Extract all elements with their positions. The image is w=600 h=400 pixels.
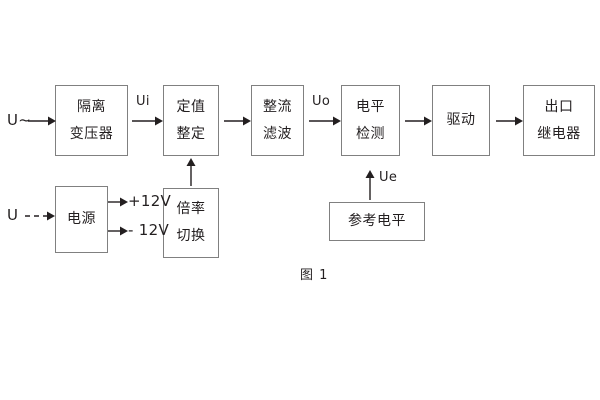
arrow-rectify-filter-to-level-detection [309,116,341,126]
arrow-isolation-transformer-to-setting-value [132,116,163,126]
block-label-line: 继电器 [537,125,581,142]
block-isolation-transformer: 隔离 变压器 [55,85,128,156]
label-ac-input: U~ [7,111,32,129]
block-multiplier-switch: 倍率 切换 [163,188,219,258]
block-label-line: 驱动 [446,112,476,129]
block-label-line: 电平 [356,98,385,115]
block-label-line: 倍率 [176,201,206,218]
arrow-setting-value-to-rectify-filter [224,116,251,126]
block-reference-level: 参考电平 [329,202,425,241]
arrow-power-supply-negative-rail [108,226,128,236]
block-power-supply: 电源 [55,186,108,253]
block-label-line: 出口 [544,98,574,115]
label-uo: Uo [312,94,331,109]
block-rectify-filter: 整流 滤波 [251,85,304,156]
label-ui: Ui [136,94,150,109]
arrow-drive-to-output-relay [496,116,523,126]
arrow-reference-level-to-level-detection [365,170,375,200]
block-label-line: 整流 [263,98,292,115]
block-label-line: 整定 [176,125,206,142]
block-label-line: 切换 [176,228,206,244]
block-label-line: 变压器 [69,125,114,142]
label-ue: Ue [379,170,398,185]
block-label-line: 滤波 [263,125,292,142]
block-setting-value: 定值 整定 [163,85,219,156]
block-level-detection: 电平 检测 [341,85,400,156]
figure-caption: 图 1 [300,268,329,283]
block-label-line: 检测 [356,125,385,142]
block-label-line: 隔离 [77,98,106,115]
arrow-multiplier-switch-to-setting-value [186,158,196,186]
block-label-line: 参考电平 [348,213,406,230]
arrow-power-supply-positive-rail [108,197,128,207]
arrow-level-detection-to-drive [405,116,432,126]
block-output-relay: 出口 继电器 [523,85,595,156]
arrow-ac-input-to-isolation-transformer [28,116,56,126]
arrow-dc-input-to-power-supply [25,211,55,221]
block-label-line: 电源 [67,211,96,228]
block-label-line: 定值 [176,98,206,115]
block-drive: 驱动 [432,85,490,156]
label-dc-input: U [7,206,19,224]
label-negative-rail: - 12V [128,221,170,239]
label-positive-rail: +12V [128,192,172,210]
